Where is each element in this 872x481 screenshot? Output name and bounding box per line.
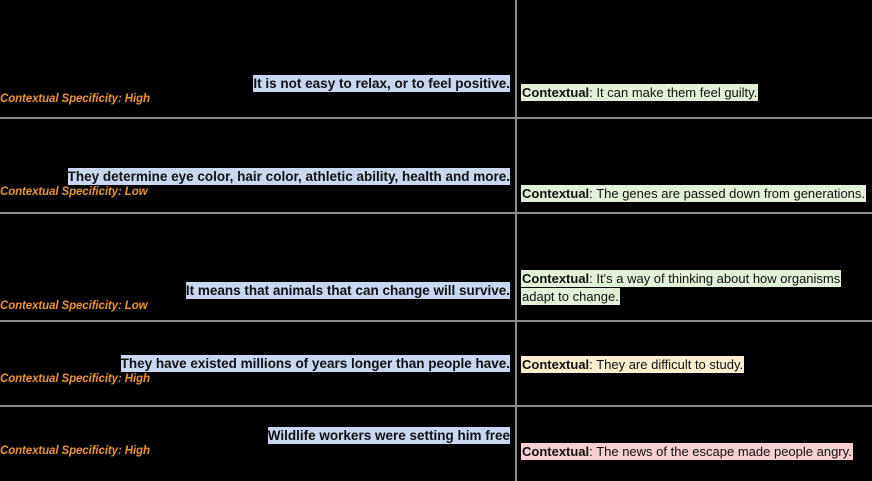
column-divider xyxy=(515,0,517,481)
contextual-tag: Contextual xyxy=(522,271,590,286)
spec-prefix: Contextual Specificity: xyxy=(0,93,122,105)
spec-value: High xyxy=(124,373,150,385)
right-highlight: Contextual: The news of the escape made … xyxy=(521,443,853,460)
row-right-cell: Contextual: It can make them feel guilty… xyxy=(521,84,872,102)
left-sentence: Wildlife workers were setting him free xyxy=(0,426,512,445)
left-sentence: It means that animals that can change wi… xyxy=(0,281,512,300)
table-row: Wildlife workers were setting him free C… xyxy=(0,407,872,481)
right-sentence: Contextual: It can make them feel guilty… xyxy=(521,84,872,102)
row-left-cell: It is not easy to relax, or to feel posi… xyxy=(0,74,512,105)
right-sentence: Contextual: The news of the escape made … xyxy=(521,443,872,461)
row-left-cell: They determine eye color, hair color, at… xyxy=(0,167,512,198)
row-divider-4 xyxy=(0,405,872,407)
right-sentence-text: They are difficult to study. xyxy=(596,357,744,372)
right-sentence: Contextual: It's a way of thinking about… xyxy=(521,270,872,306)
contextual-specificity-label: Contextual Specificity: Low xyxy=(0,186,512,198)
left-sentence: It is not easy to relax, or to feel posi… xyxy=(0,74,512,93)
contextual-tag: Contextual xyxy=(522,444,590,459)
table-row: It means that animals that can change wi… xyxy=(0,214,872,320)
tag-separator: : xyxy=(589,85,593,100)
table-row: They determine eye color, hair color, at… xyxy=(0,119,872,212)
table-row: It is not easy to relax, or to feel posi… xyxy=(0,0,872,117)
left-sentence-text: Wildlife workers were setting him free xyxy=(267,427,510,444)
row-left-cell: It means that animals that can change wi… xyxy=(0,281,512,312)
tag-separator: : xyxy=(589,271,593,286)
row-left-cell: Wildlife workers were setting him free C… xyxy=(0,426,512,457)
right-sentence: Contextual: They are difficult to study. xyxy=(521,356,872,374)
right-highlight: Contextual: The genes are passed down fr… xyxy=(521,185,867,202)
tag-separator: : xyxy=(589,186,593,201)
row-right-cell: Contextual: It's a way of thinking about… xyxy=(521,270,872,306)
row-divider-1 xyxy=(0,117,872,119)
contextual-specificity-label: Contextual Specificity: High xyxy=(0,93,512,105)
spec-value: Low xyxy=(124,300,148,312)
right-highlight: Contextual: They are difficult to study. xyxy=(521,356,745,373)
contextual-specificity-label: Contextual Specificity: High xyxy=(0,373,512,385)
right-highlight: Contextual: It can make them feel guilty… xyxy=(521,84,759,101)
spec-value: High xyxy=(124,445,150,457)
contextual-tag: Contextual xyxy=(522,85,590,100)
row-right-cell: Contextual: The news of the escape made … xyxy=(521,443,872,461)
spec-prefix: Contextual Specificity: xyxy=(0,186,122,198)
left-sentence: They have existed millions of years long… xyxy=(0,354,512,373)
contextual-tag: Contextual xyxy=(522,357,590,372)
left-sentence-text: It is not easy to relax, or to feel posi… xyxy=(253,75,510,92)
left-sentence-text: They have existed millions of years long… xyxy=(120,355,510,372)
right-sentence-text: It can make them feel guilty. xyxy=(596,85,758,100)
row-divider-3 xyxy=(0,320,872,322)
spec-prefix: Contextual Specificity: xyxy=(0,445,122,457)
spec-prefix: Contextual Specificity: xyxy=(0,373,122,385)
contextual-specificity-label: Contextual Specificity: High xyxy=(0,445,512,457)
row-right-cell: Contextual: They are difficult to study. xyxy=(521,356,872,374)
contextual-tag: Contextual xyxy=(522,186,590,201)
spec-value: High xyxy=(124,93,150,105)
spec-prefix: Contextual Specificity: xyxy=(0,300,122,312)
left-sentence-text: It means that animals that can change wi… xyxy=(185,282,510,299)
right-sentence: Contextual: The genes are passed down fr… xyxy=(521,185,872,203)
right-sentence-text: The news of the escape made people angry… xyxy=(596,444,852,459)
spec-value: Low xyxy=(124,186,148,198)
row-divider-2 xyxy=(0,212,872,214)
row-left-cell: They have existed millions of years long… xyxy=(0,354,512,385)
right-sentence-text: It's a way of thinking about how organis… xyxy=(522,271,841,304)
left-sentence-text: They determine eye color, hair color, at… xyxy=(67,168,510,185)
contextual-specificity-label: Contextual Specificity: Low xyxy=(0,300,512,312)
table-row: They have existed millions of years long… xyxy=(0,322,872,405)
right-sentence-text: The genes are passed down from generatio… xyxy=(596,186,866,201)
tag-separator: : xyxy=(589,357,593,372)
right-highlight: Contextual: It's a way of thinking about… xyxy=(521,270,842,305)
row-right-cell: Contextual: The genes are passed down fr… xyxy=(521,185,872,203)
tag-separator: : xyxy=(589,444,593,459)
left-sentence: They determine eye color, hair color, at… xyxy=(0,167,512,186)
